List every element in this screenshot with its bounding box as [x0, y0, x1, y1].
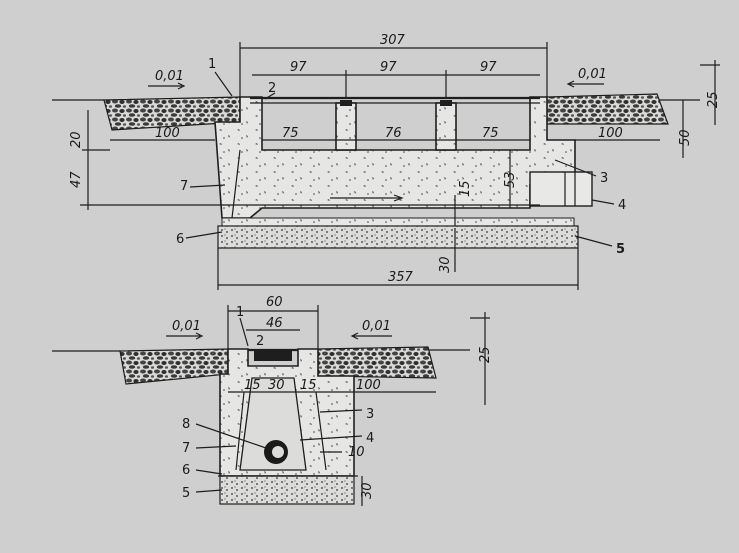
dim-walk-right: 100	[598, 126, 623, 141]
dim-span-3: 97	[480, 60, 497, 75]
callout-2: 2	[268, 81, 276, 96]
top-section: 307 97 97 97 0,01 0,01 25 20 47 100 100 …	[52, 33, 721, 290]
dim-wall-left: 15	[244, 378, 261, 393]
callout-b5: 5	[182, 486, 190, 501]
slope-left-bottom: 0,01	[172, 319, 201, 334]
callout-b8: 8	[182, 417, 190, 432]
callout-7: 7	[180, 179, 188, 194]
callout-6: 6	[176, 232, 184, 247]
inner-channel	[239, 377, 307, 471]
callout-b4: 4	[366, 431, 374, 446]
dim-357: 357	[388, 270, 414, 285]
callout-b6: 6	[182, 463, 190, 478]
dim-left-20: 20	[69, 131, 84, 148]
dim-walk-left: 100	[155, 126, 180, 141]
slope-right-top: 0,01	[578, 67, 607, 82]
dim-30-bottom: 30	[360, 482, 375, 499]
dim-channel: 30	[268, 378, 285, 393]
dim-10: 10	[348, 445, 365, 460]
slope-left-top: 0,01	[155, 69, 184, 84]
left-wall-inner	[231, 149, 241, 219]
dim-bay-2: 76	[385, 126, 402, 141]
dim-bay-1: 75	[282, 126, 299, 141]
dim-right-25-bottom: 25	[478, 346, 493, 363]
dim-53: 53	[503, 171, 518, 188]
dim-15: 15	[458, 180, 473, 197]
callout-5: 5	[616, 242, 625, 257]
support-post-2	[435, 102, 457, 151]
callout-3: 3	[600, 171, 608, 186]
dim-span-1: 97	[290, 60, 307, 75]
bottom-section: 60 46 0,01 0,01 25 15 30 15 100 10 30 1 …	[52, 295, 493, 506]
dim-bay-3: 75	[482, 126, 499, 141]
callout-b1: 1	[236, 305, 244, 320]
slope-right-bottom: 0,01	[362, 319, 391, 334]
base-concrete	[221, 217, 575, 227]
dim-30-base: 30	[438, 256, 453, 273]
callout-4: 4	[618, 198, 626, 213]
callout-b3: 3	[366, 407, 374, 422]
dim-right-25: 25	[706, 91, 721, 108]
callout-b2: 2	[256, 334, 264, 349]
channel-body	[214, 96, 576, 219]
flow-arrow-icon	[330, 194, 404, 202]
dim-307: 307	[380, 33, 406, 48]
outlet-pipe	[529, 171, 593, 207]
support-post-1	[335, 102, 357, 151]
gravel-right	[546, 93, 669, 125]
gravel-left-bottom	[119, 348, 229, 385]
dim-span-2: 97	[380, 60, 397, 75]
dim-walk-bottom: 100	[356, 378, 381, 393]
dim-46: 46	[266, 316, 283, 331]
dim-right-50: 50	[678, 129, 693, 146]
gravel-right-bottom	[317, 346, 437, 379]
callout-1: 1	[208, 57, 216, 72]
base-layer-bottom	[219, 475, 355, 505]
callout-b7: 7	[182, 441, 190, 456]
dim-wall-right: 15	[300, 378, 317, 393]
base-sand-layer	[217, 225, 579, 249]
dim-60: 60	[266, 295, 283, 310]
dim-left-47: 47	[69, 171, 84, 188]
